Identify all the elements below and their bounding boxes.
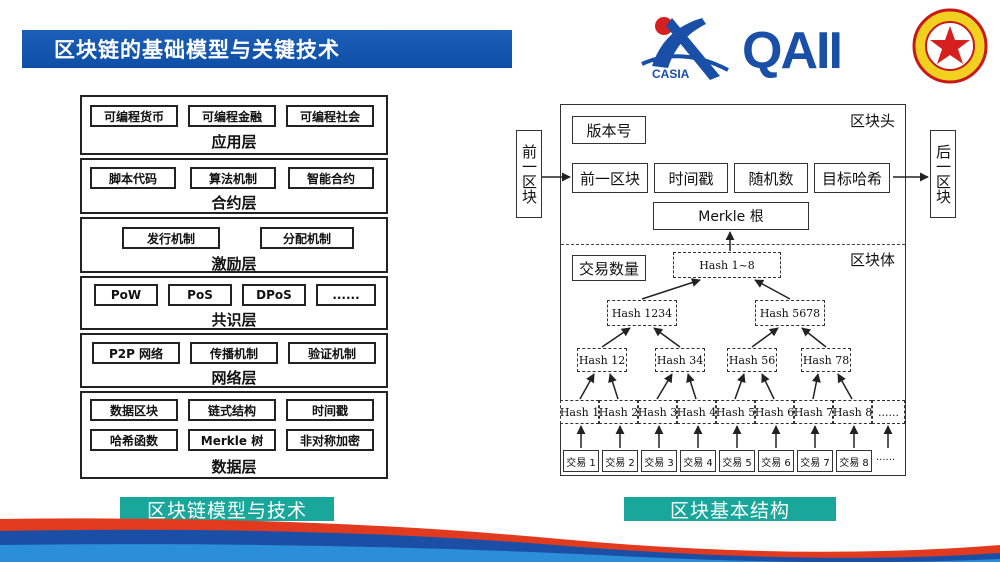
hash-12-node: Hash 12 bbox=[577, 348, 627, 372]
cell-hash-function: 哈希函数 bbox=[90, 429, 178, 451]
cell-propagation-mechanism: 传播机制 bbox=[190, 342, 278, 364]
hash-leaf-6: Hash 6 bbox=[755, 400, 794, 424]
block-body-title: 区块体 bbox=[850, 251, 896, 269]
page-title: 区块链的基础模型与关键技术 bbox=[22, 30, 512, 68]
cell-chain-structure: 链式结构 bbox=[188, 399, 276, 421]
cell-distribution-mechanism: 分配机制 bbox=[260, 227, 354, 249]
hash-root-node: Hash 1~8 bbox=[673, 252, 781, 278]
hash-1234-node: Hash 1234 bbox=[607, 300, 677, 326]
cell-timestamp: 时间戳 bbox=[286, 399, 374, 421]
caption-layer-model: 区块链模型与技术 bbox=[120, 497, 334, 522]
hash-leaf-3: Hash 3 bbox=[638, 400, 677, 424]
hash-5678-node: Hash 5678 bbox=[755, 300, 825, 326]
institution-logos: CASIA QAII bbox=[641, 8, 988, 84]
tx-1: 交易 1 bbox=[563, 450, 599, 472]
cell-smart-contract: 智能合约 bbox=[288, 167, 374, 189]
caption-block-structure: 区块基本结构 bbox=[624, 497, 836, 522]
cell-pos: PoS bbox=[168, 284, 232, 306]
qaii-logo: QAII bbox=[742, 22, 843, 80]
tx-6: 交易 6 bbox=[758, 450, 794, 472]
layer-network: P2P 网络 传播机制 验证机制 网络层 bbox=[80, 333, 388, 388]
next-block-label: 后一区块 bbox=[934, 144, 952, 204]
layer-consensus: PoW PoS DPoS ...... 共识层 bbox=[80, 276, 388, 330]
tx-count-field: 交易数量 bbox=[572, 255, 646, 281]
tx-7: 交易 7 bbox=[797, 450, 833, 472]
cell-asymmetric-encryption: 非对称加密 bbox=[286, 429, 374, 451]
hash-leaf-1: Hash 1 bbox=[560, 400, 599, 424]
tx-4: 交易 4 bbox=[680, 450, 716, 472]
tx-2: 交易 2 bbox=[602, 450, 638, 472]
qaii-logo-text: QAII bbox=[742, 22, 841, 80]
prev-block-box: 前一区块 bbox=[516, 130, 542, 218]
hash-34-node: Hash 34 bbox=[655, 348, 705, 372]
prev-block-label: 前一区块 bbox=[520, 144, 538, 204]
bottom-decoration bbox=[0, 518, 1000, 562]
layer-incentive: 发行机制 分配机制 激励层 bbox=[80, 217, 388, 273]
university-seal-logo bbox=[912, 8, 988, 84]
hash-leaf-2: Hash 2 bbox=[599, 400, 638, 424]
hash-leaf-8: Hash 8 bbox=[833, 400, 872, 424]
tx-more: ...... bbox=[876, 452, 896, 463]
hash-leaf-5: Hash 5 bbox=[716, 400, 755, 424]
cell-pow: PoW bbox=[94, 284, 158, 306]
cell-consensus-more: ...... bbox=[316, 284, 376, 306]
layer-contract: 脚本代码 算法机制 智能合约 合约层 bbox=[80, 158, 388, 214]
cell-algorithm-mechanism: 算法机制 bbox=[190, 167, 276, 189]
header-field-timestamp: 时间戳 bbox=[654, 163, 728, 193]
block-header-title: 区块头 bbox=[850, 112, 896, 130]
layer-label-data: 数据层 bbox=[211, 458, 257, 476]
tx-8: 交易 8 bbox=[836, 450, 872, 472]
header-field-nonce: 随机数 bbox=[734, 163, 808, 193]
hash-leaf-more: ...... bbox=[872, 400, 905, 424]
cell-verification-mechanism: 验证机制 bbox=[288, 342, 376, 364]
layer-label-consensus: 共识层 bbox=[211, 311, 257, 329]
merkle-root-field: Merkle 根 bbox=[653, 202, 809, 230]
header-body-divider bbox=[561, 244, 905, 245]
layer-data: 数据区块 链式结构 时间戳 哈希函数 Merkle 树 非对称加密 数据层 bbox=[80, 391, 388, 479]
layer-label-application: 应用层 bbox=[211, 133, 257, 151]
hash-leaf-7: Hash 7 bbox=[794, 400, 833, 424]
casia-logo-text: CASIA bbox=[652, 67, 690, 81]
next-block-box: 后一区块 bbox=[930, 130, 956, 218]
hash-78-node: Hash 78 bbox=[801, 348, 851, 372]
version-field: 版本号 bbox=[572, 116, 646, 144]
layer-label-network: 网络层 bbox=[211, 369, 257, 387]
layer-label-incentive: 激励层 bbox=[211, 255, 257, 273]
cell-dpos: DPoS bbox=[242, 284, 306, 306]
cell-programmable-finance: 可编程金融 bbox=[188, 105, 276, 127]
header-field-target-hash: 目标哈希 bbox=[814, 163, 890, 193]
casia-logo: CASIA bbox=[641, 17, 729, 81]
layer-label-contract: 合约层 bbox=[211, 194, 257, 212]
hash-56-node: Hash 56 bbox=[727, 348, 777, 372]
cell-script-code: 脚本代码 bbox=[90, 167, 176, 189]
hash-leaf-4: Hash 4 bbox=[677, 400, 716, 424]
cell-data-block: 数据区块 bbox=[90, 399, 178, 421]
tx-5: 交易 5 bbox=[719, 450, 755, 472]
cell-issuance-mechanism: 发行机制 bbox=[122, 227, 220, 249]
cell-merkle-tree: Merkle 树 bbox=[188, 429, 276, 451]
cell-programmable-society: 可编程社会 bbox=[286, 105, 374, 127]
cell-p2p-network: P2P 网络 bbox=[92, 342, 180, 364]
header-field-prev-block: 前一区块 bbox=[572, 163, 648, 193]
tx-3: 交易 3 bbox=[641, 450, 677, 472]
cell-programmable-currency: 可编程货币 bbox=[90, 105, 178, 127]
layer-application: 可编程货币 可编程金融 可编程社会 应用层 bbox=[80, 95, 388, 155]
